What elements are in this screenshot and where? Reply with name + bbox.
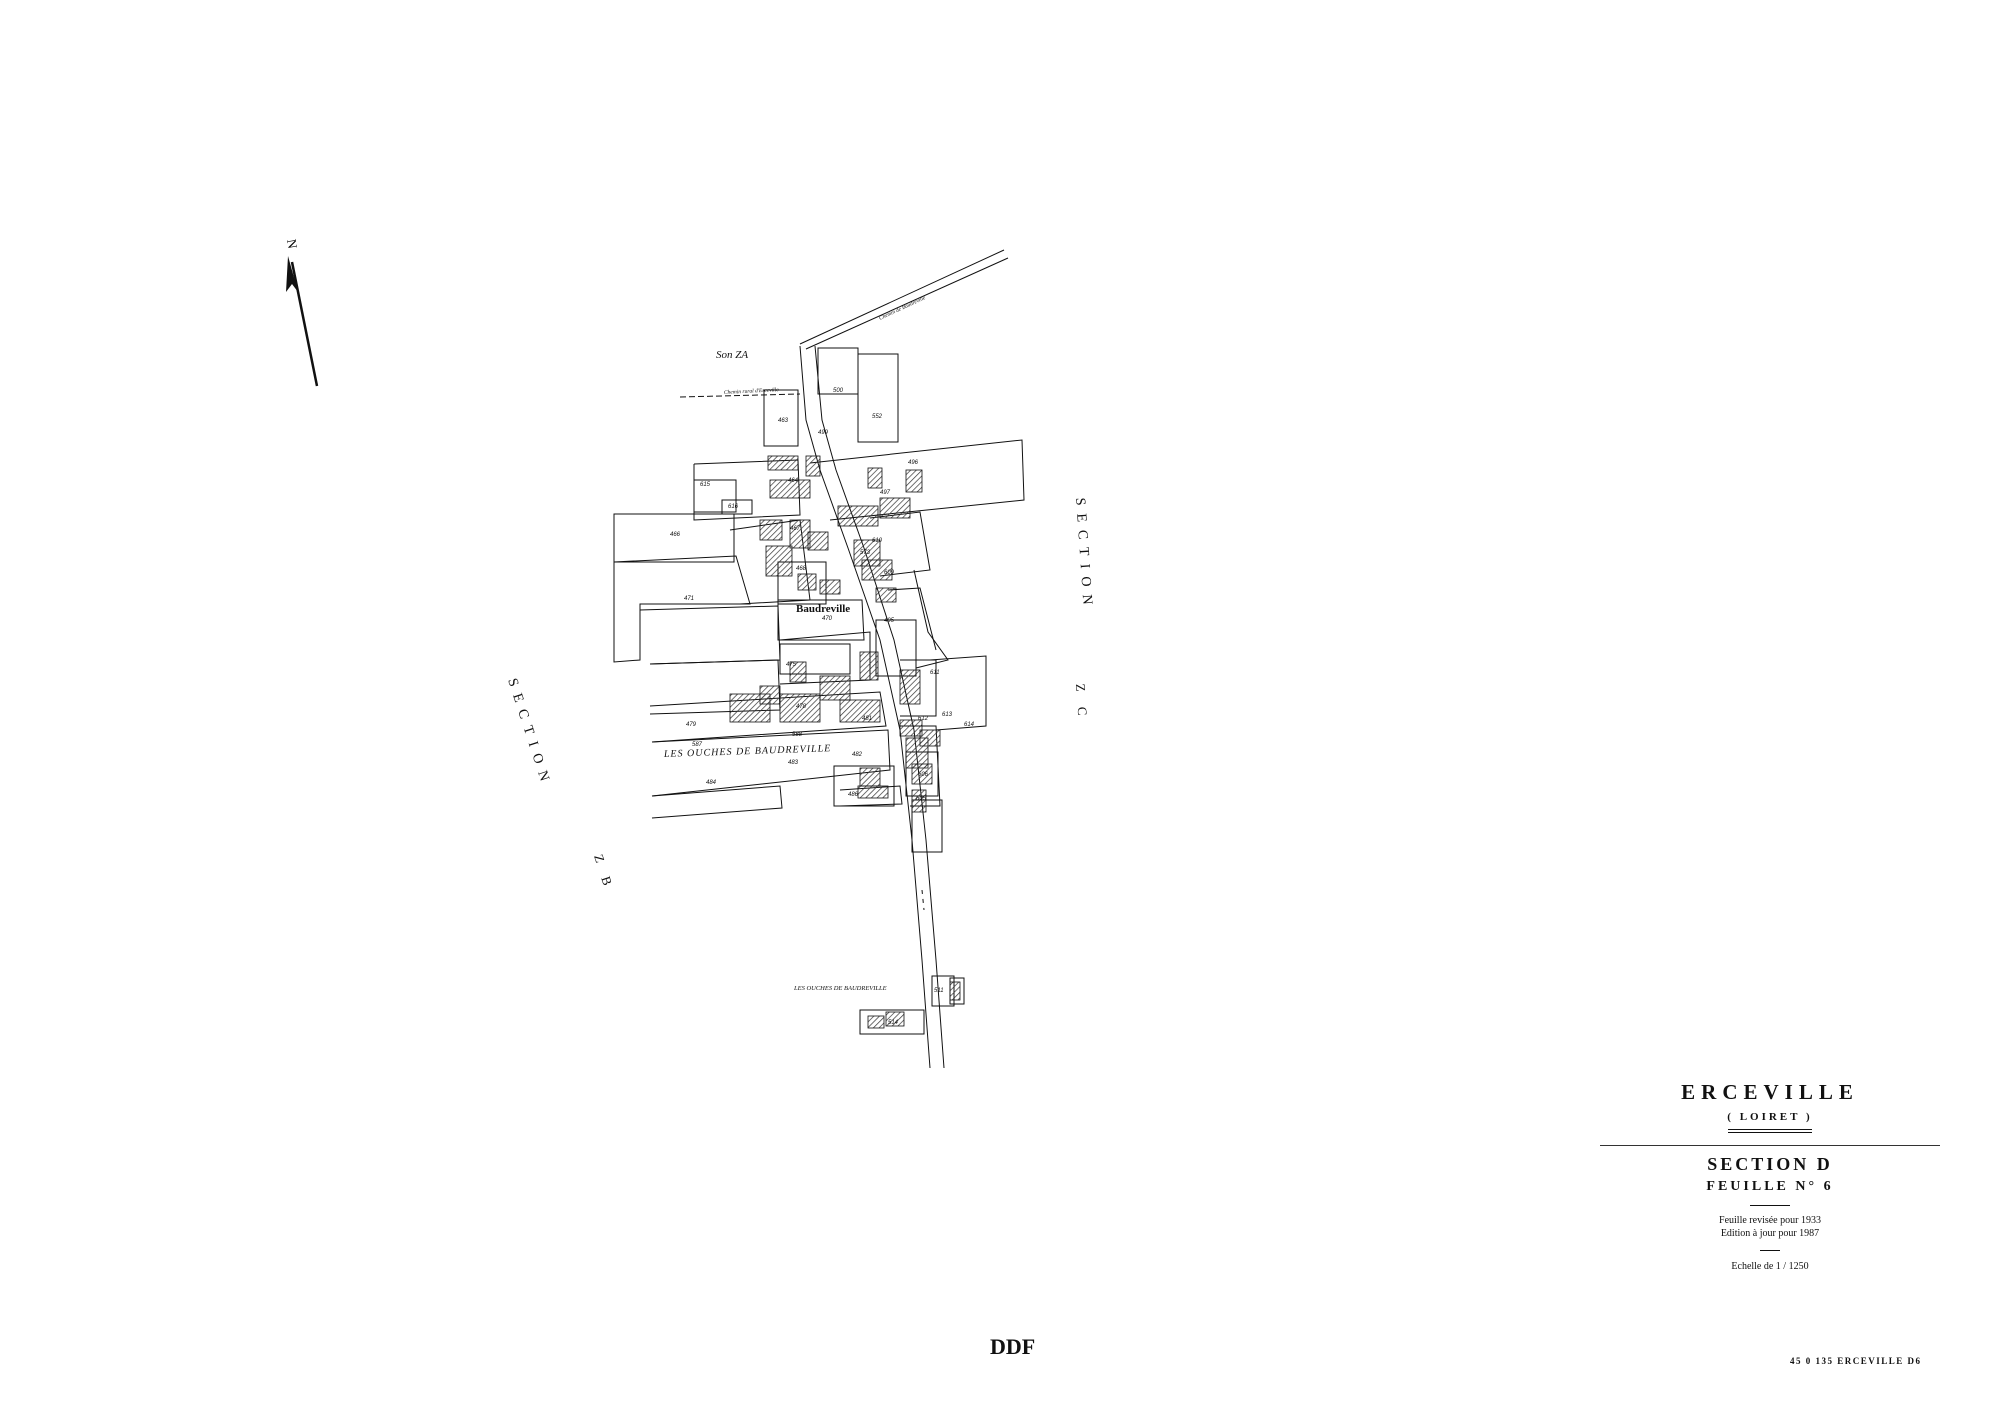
parcel-number: 481 xyxy=(862,716,872,722)
parcel-number: 466 xyxy=(670,532,681,538)
parcel-number: 511 xyxy=(934,988,944,994)
revision-note: Feuille revisée pour 1933 xyxy=(1719,1215,1821,1226)
ddf-mark: DDF xyxy=(990,1334,1036,1359)
parcel-number: 475 xyxy=(786,662,797,668)
parcel-number: 500 xyxy=(833,388,844,394)
parcel-number: 609 xyxy=(884,570,895,576)
cartouche-rule xyxy=(1760,1250,1780,1251)
lieu-dit-label-2: LES OUCHES DE BAUDREVILLE xyxy=(793,985,887,992)
section-zb-letters: Z B xyxy=(591,852,617,893)
parcel-number: 587 xyxy=(692,742,703,748)
edition-note: Edition à jour pour 1987 xyxy=(1720,1228,1820,1239)
parcel-number: 610 xyxy=(872,538,883,544)
parcel-number: 468 xyxy=(796,566,807,572)
lieu-dit-label-1: LES OUCHES DE BAUDREVILLE xyxy=(663,743,832,760)
commune-name: ERCEVILLE xyxy=(1681,1080,1859,1104)
parcel-number: 588 xyxy=(792,732,803,738)
place-labels: Baudreville LES OUCHES DE BAUDREVILLE LE… xyxy=(663,295,927,992)
parcel-number: 497 xyxy=(880,490,891,496)
parcel-number: 478 xyxy=(796,704,807,710)
sheet-number: FEUILLE N° 6 xyxy=(1706,1179,1834,1194)
parcel-number: 613 xyxy=(942,712,953,718)
parcel-number: 612 xyxy=(918,716,929,722)
section-zc-label: SECTION xyxy=(1072,497,1095,613)
parcel-number: 467 xyxy=(790,526,801,532)
section-labels: Son ZA SECTION Z B SECTION Z C xyxy=(504,349,1095,893)
parcel-number: 552 xyxy=(872,414,883,420)
scale-note: Echelle de 1 / 1250 xyxy=(1731,1261,1809,1272)
buildings xyxy=(729,455,961,1029)
cartouche-rule xyxy=(1728,1129,1812,1133)
parcel-number: 499 xyxy=(818,430,829,436)
parcel-number: 479 xyxy=(686,722,697,728)
parcel-number: 471 xyxy=(684,596,694,602)
section-za-label: Son ZA xyxy=(716,349,748,361)
parcel-numbers: 500 463 552 499 496 615 464 497 616 466 … xyxy=(670,388,975,1026)
parcel-number: 614 xyxy=(964,722,975,728)
departement-name: ( LOIRET ) xyxy=(1727,1111,1813,1123)
parcel-number: 606 xyxy=(918,772,929,778)
section-zb-label: SECTION xyxy=(504,677,554,791)
parcel-number: 463 xyxy=(778,418,789,424)
parcel-number: 611 xyxy=(930,670,940,676)
parcel-number: 482 xyxy=(852,752,863,758)
cartouche-rule xyxy=(1750,1205,1790,1206)
parcel-number: 496 xyxy=(908,460,919,466)
hamlet-label: Baudreville xyxy=(796,603,850,615)
road-label-1: Chemin rural d'Erceville xyxy=(724,387,780,396)
parcel-number: 615 xyxy=(700,482,711,488)
cartouche-divider xyxy=(1600,1145,1940,1146)
parcel-number: 616 xyxy=(728,504,739,510)
parcel-number: 464 xyxy=(788,478,799,484)
section-zc-letters: Z C xyxy=(1073,683,1091,722)
road-label-2: Chemin de Baudreville xyxy=(878,295,927,322)
north-arrow: N xyxy=(284,238,319,387)
parcel-number: 470 xyxy=(822,616,833,622)
parcel-number: 605 xyxy=(916,796,927,802)
parcel-number: 486 xyxy=(848,792,859,798)
road-network xyxy=(679,249,1009,1069)
parcel-number: 514 xyxy=(888,1020,899,1026)
sheet-reference: 45 0 135 ERCEVILLE D6 xyxy=(1790,1356,1922,1366)
parcel-number: 573 xyxy=(860,550,871,556)
north-label: N xyxy=(284,238,301,250)
parcel-number: 484 xyxy=(706,780,717,786)
parcel-number: 483 xyxy=(788,760,799,766)
section-title: SECTION D xyxy=(1707,1154,1833,1174)
title-cartouche: ERCEVILLE ( LOIRET ) SECTION D FEUILLE N… xyxy=(1600,1080,1940,1272)
parcel-number: 495 xyxy=(884,618,895,624)
parcel-outlines xyxy=(613,347,1025,1035)
